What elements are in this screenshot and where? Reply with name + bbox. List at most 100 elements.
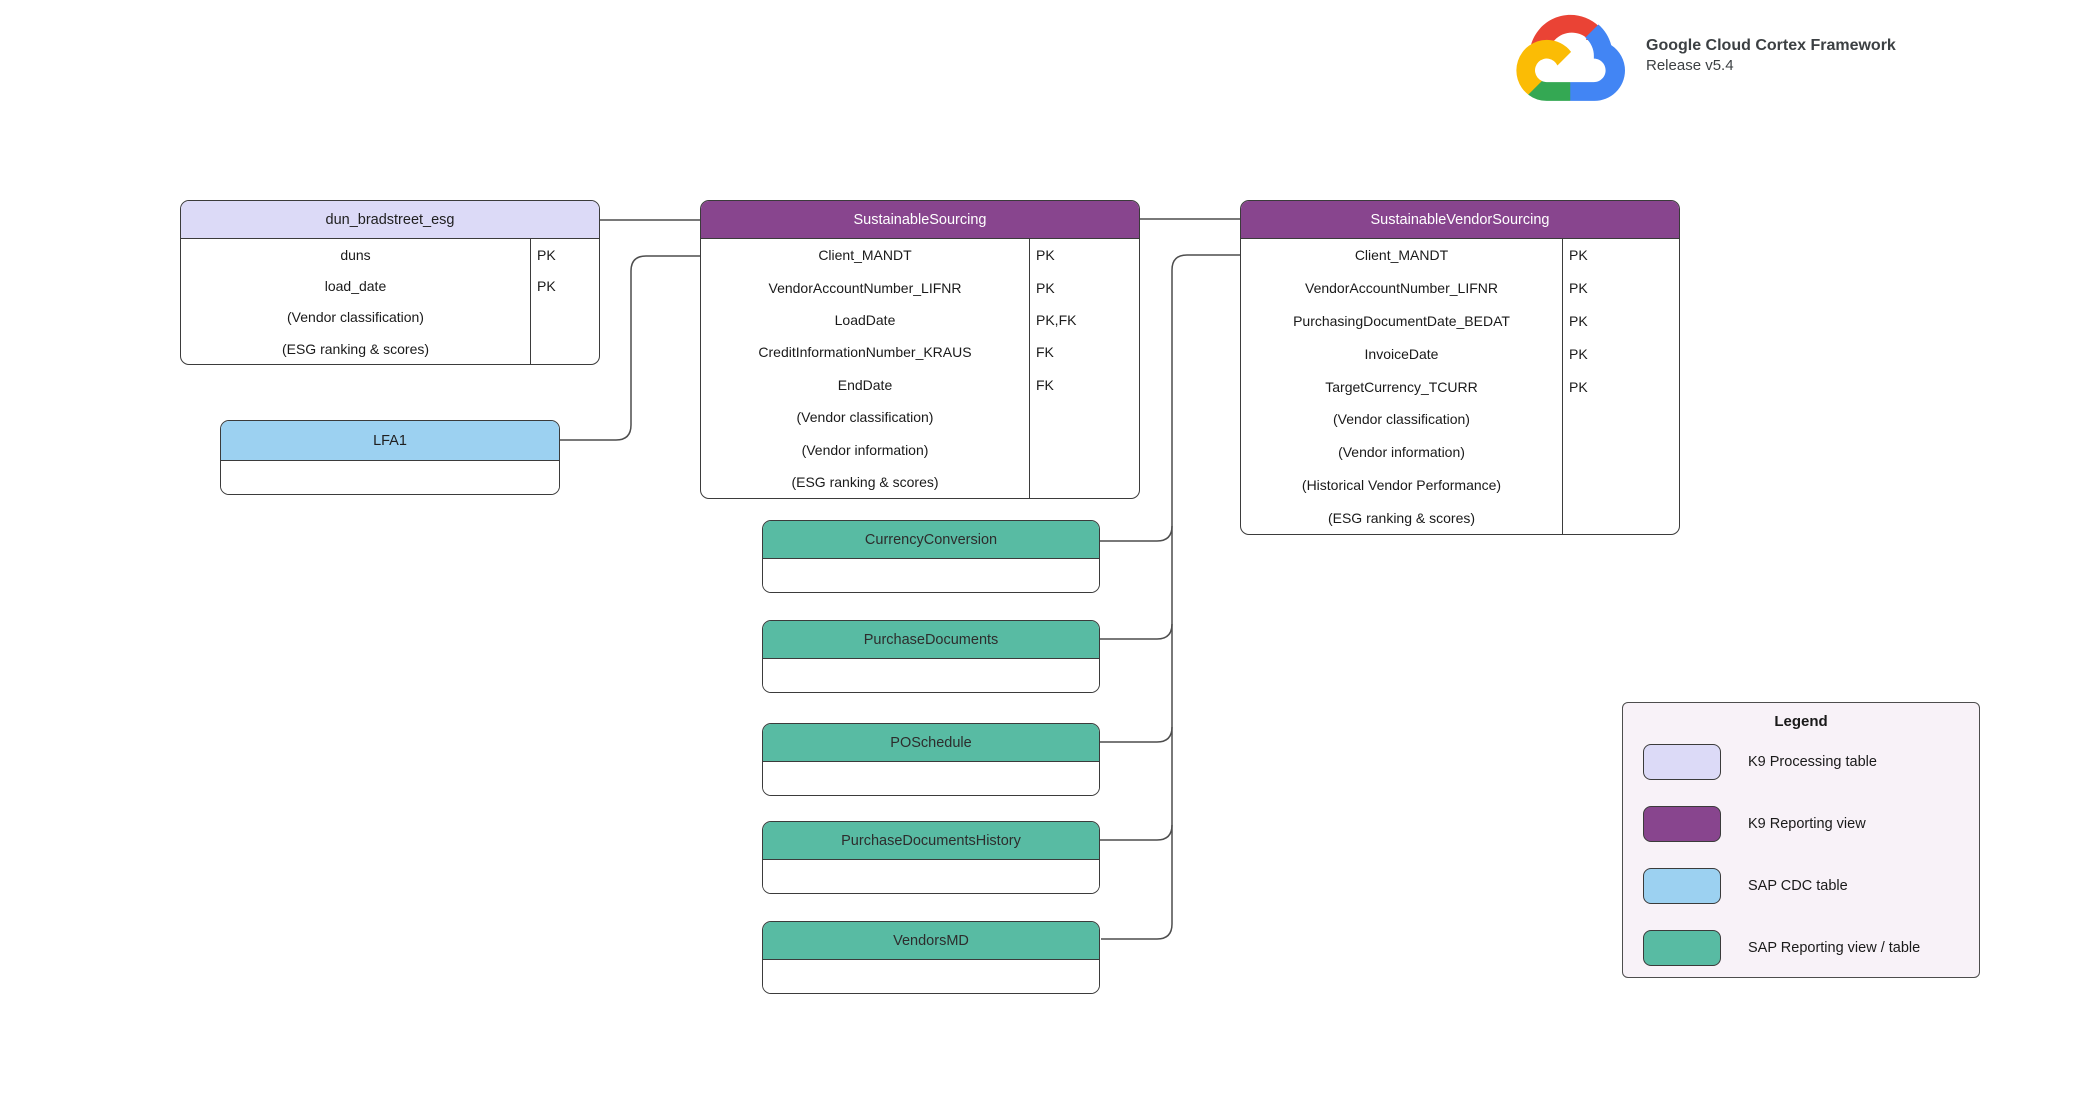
table-row: (Vendor classification) [1241, 402, 1679, 436]
field-key: PK [1562, 304, 1679, 338]
table-empty-body [763, 762, 1099, 795]
field-name: duns [340, 246, 371, 263]
legend-swatch-1 [1643, 806, 1721, 842]
field-name: LoadDate [834, 311, 896, 328]
field-name: (ESG ranking & scores) [281, 340, 430, 357]
field-key [1562, 435, 1679, 469]
table-row: duns PK [181, 239, 599, 271]
table-header-sustainable-vendor-sourcing: SustainableVendorSourcing [1241, 201, 1679, 239]
brand-title: Google Cloud Cortex Framework [1646, 37, 1896, 55]
table-header-lfa1: LFA1 [221, 421, 559, 461]
field-name: CreditInformationNumber_KRAUS [758, 344, 972, 361]
table-header-po-schedule: POSchedule [763, 724, 1099, 762]
table-row: (Vendor classification) [701, 400, 1139, 434]
entity-table-currency-conversion: CurrencyConversion [762, 520, 1100, 593]
field-name: (ESG ranking & scores) [1327, 509, 1476, 526]
google-cloud-logo [1516, 14, 1625, 101]
table-row: (Vendor information) [1241, 435, 1679, 469]
table-row: (Vendor information) [701, 433, 1139, 466]
table-row: (ESG ranking & scores) [181, 332, 599, 365]
entity-table-po-schedule: POSchedule [762, 723, 1100, 796]
table-row: (Vendor classification) [181, 301, 599, 333]
field-key [1562, 468, 1679, 502]
table-row: VendorAccountNumber_LIFNR PK [701, 271, 1139, 304]
connector-currency-conversion-branch [1100, 525, 1173, 542]
connector-trunk-vendors-md-to-sustainable-vendor-sourcing [1101, 254, 1240, 940]
table-row: LoadDate PK,FK [701, 303, 1139, 337]
logo-blue-segment [1568, 24, 1625, 101]
logo-green-segment [1528, 81, 1571, 101]
field-name: Client_MANDT [1354, 247, 1449, 264]
field-key [1029, 465, 1139, 499]
connector-po-schedule-branch [1100, 726, 1173, 743]
table-empty-body [763, 559, 1099, 592]
legend-item-3: SAP Reporting view / table [1643, 930, 1920, 966]
field-key: PK,FK [1029, 303, 1139, 337]
entity-table-lfa1: LFA1 [220, 420, 560, 495]
table-header-vendors-md: VendorsMD [763, 922, 1099, 960]
logo-yellow-segment [1516, 39, 1572, 95]
field-key [530, 332, 599, 365]
legend-label-3: SAP Reporting view / table [1748, 940, 1921, 956]
field-name: PurchasingDocumentDate_BEDAT [1293, 312, 1510, 329]
entity-table-purchase-documents: PurchaseDocuments [762, 620, 1100, 693]
legend-item-0: K9 Processing table [1643, 744, 1920, 780]
field-name: (Vendor classification) [287, 309, 424, 326]
field-name: (Vendor information) [801, 441, 929, 458]
field-name: (Vendor information) [1338, 444, 1465, 461]
field-key: PK [1562, 239, 1679, 272]
table-row: Client_MANDT PK [1241, 239, 1679, 272]
brand-header: Google Cloud Cortex Framework Release v5… [1515, 11, 1896, 101]
table-header-currency-conversion: CurrencyConversion [763, 521, 1099, 559]
field-name: (Vendor classification) [796, 409, 934, 426]
legend-item-1: K9 Reporting view [1643, 806, 1920, 842]
table-row: (Historical Vendor Performance) [1241, 468, 1679, 502]
field-name: VendorAccountNumber_LIFNR [768, 279, 962, 296]
field-key: PK [1562, 271, 1679, 305]
legend-swatch-2 [1643, 868, 1721, 904]
field-name: TargetCurrency_TCURR [1325, 378, 1478, 395]
table-header-purchase-documents-history: PurchaseDocumentsHistory [763, 822, 1099, 860]
legend-swatch-0 [1643, 744, 1721, 780]
table-row: VendorAccountNumber_LIFNR PK [1241, 271, 1679, 305]
legend-label-2: SAP CDC table [1748, 878, 1848, 894]
field-name: EndDate [837, 376, 893, 393]
table-row: InvoiceDate PK [1241, 337, 1679, 371]
field-name: VendorAccountNumber_LIFNR [1305, 280, 1498, 297]
field-key [1562, 402, 1679, 436]
connector-purchase-documents-branch [1100, 623, 1173, 640]
field-name: InvoiceDate [1364, 345, 1439, 362]
logo-red-segment [1530, 14, 1600, 46]
table-header-purchase-documents: PurchaseDocuments [763, 621, 1099, 659]
field-key: PK [530, 239, 599, 271]
table-empty-body [763, 860, 1099, 893]
legend-label-1: K9 Reporting view [1748, 816, 1866, 832]
table-empty-body [221, 461, 559, 494]
field-key: FK [1029, 336, 1139, 369]
legend-item-2: SAP CDC table [1643, 868, 1920, 904]
field-key: PK [1029, 271, 1139, 304]
field-key: PK [1562, 337, 1679, 371]
legend-title: Legend [1774, 713, 1828, 730]
table-empty-body [763, 659, 1099, 692]
brand-subtitle: Release v5.4 [1646, 57, 1734, 75]
table-header-dun-bradstreet-esg: dun_bradstreet_esg [181, 201, 599, 239]
entity-table-vendors-md: VendorsMD [762, 921, 1100, 994]
field-name: (Vendor classification) [1333, 411, 1470, 428]
connector-lfa1-to-sustainable-sourcing [560, 255, 700, 441]
field-key [1029, 433, 1139, 466]
legend-swatch-3 [1643, 930, 1721, 966]
field-key: PK [530, 270, 599, 302]
field-key [1562, 501, 1679, 535]
entity-table-purchase-documents-history: PurchaseDocumentsHistory [762, 821, 1100, 894]
field-key [1029, 400, 1139, 434]
